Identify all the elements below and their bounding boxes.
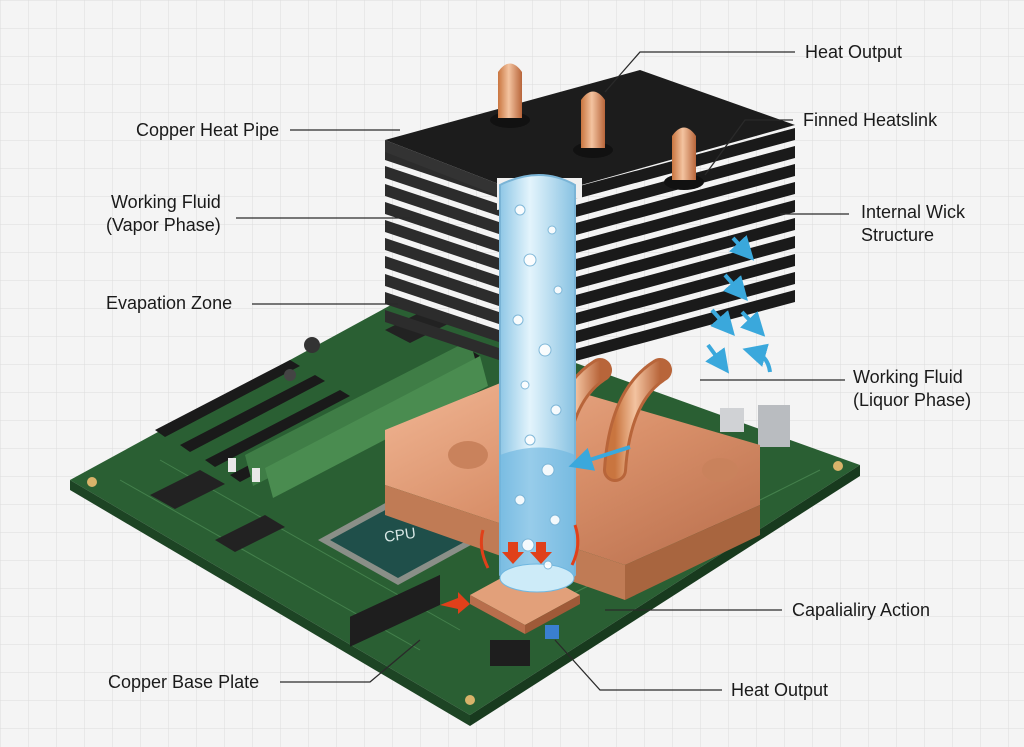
label-capillary-action: Capalialiry Action [792,600,931,620]
label-internal-wick-structure: Internal Wick Structure [861,202,966,245]
label-working-fluid-liquid: Working Fluid (Liquor Phase) [853,367,972,410]
label-heat-output-bottom: Heat Output [731,680,829,700]
leader-lines [236,51,849,691]
label-evaporation-zone: Evapation Zone [106,293,233,313]
cutaway-heat-pipe [497,174,582,593]
label-copper-base-plate: Copper Base Plate [108,672,260,692]
label-finned-heatsink: Finned Heatslink [803,110,938,130]
ram-slots [155,340,488,498]
pipe-tips [490,63,704,190]
fluid-flow-arrows [568,235,772,471]
label-copper-heat-pipe: Copper Heat Pipe [136,120,280,140]
label-working-fluid-vapor: Working Fluid (Vapor Phase) [106,192,221,235]
heat-arrows [440,524,580,614]
cpu-label: CPU [383,525,417,546]
board-components [150,310,790,666]
label-heat-output-top: Heat Output [805,42,903,62]
